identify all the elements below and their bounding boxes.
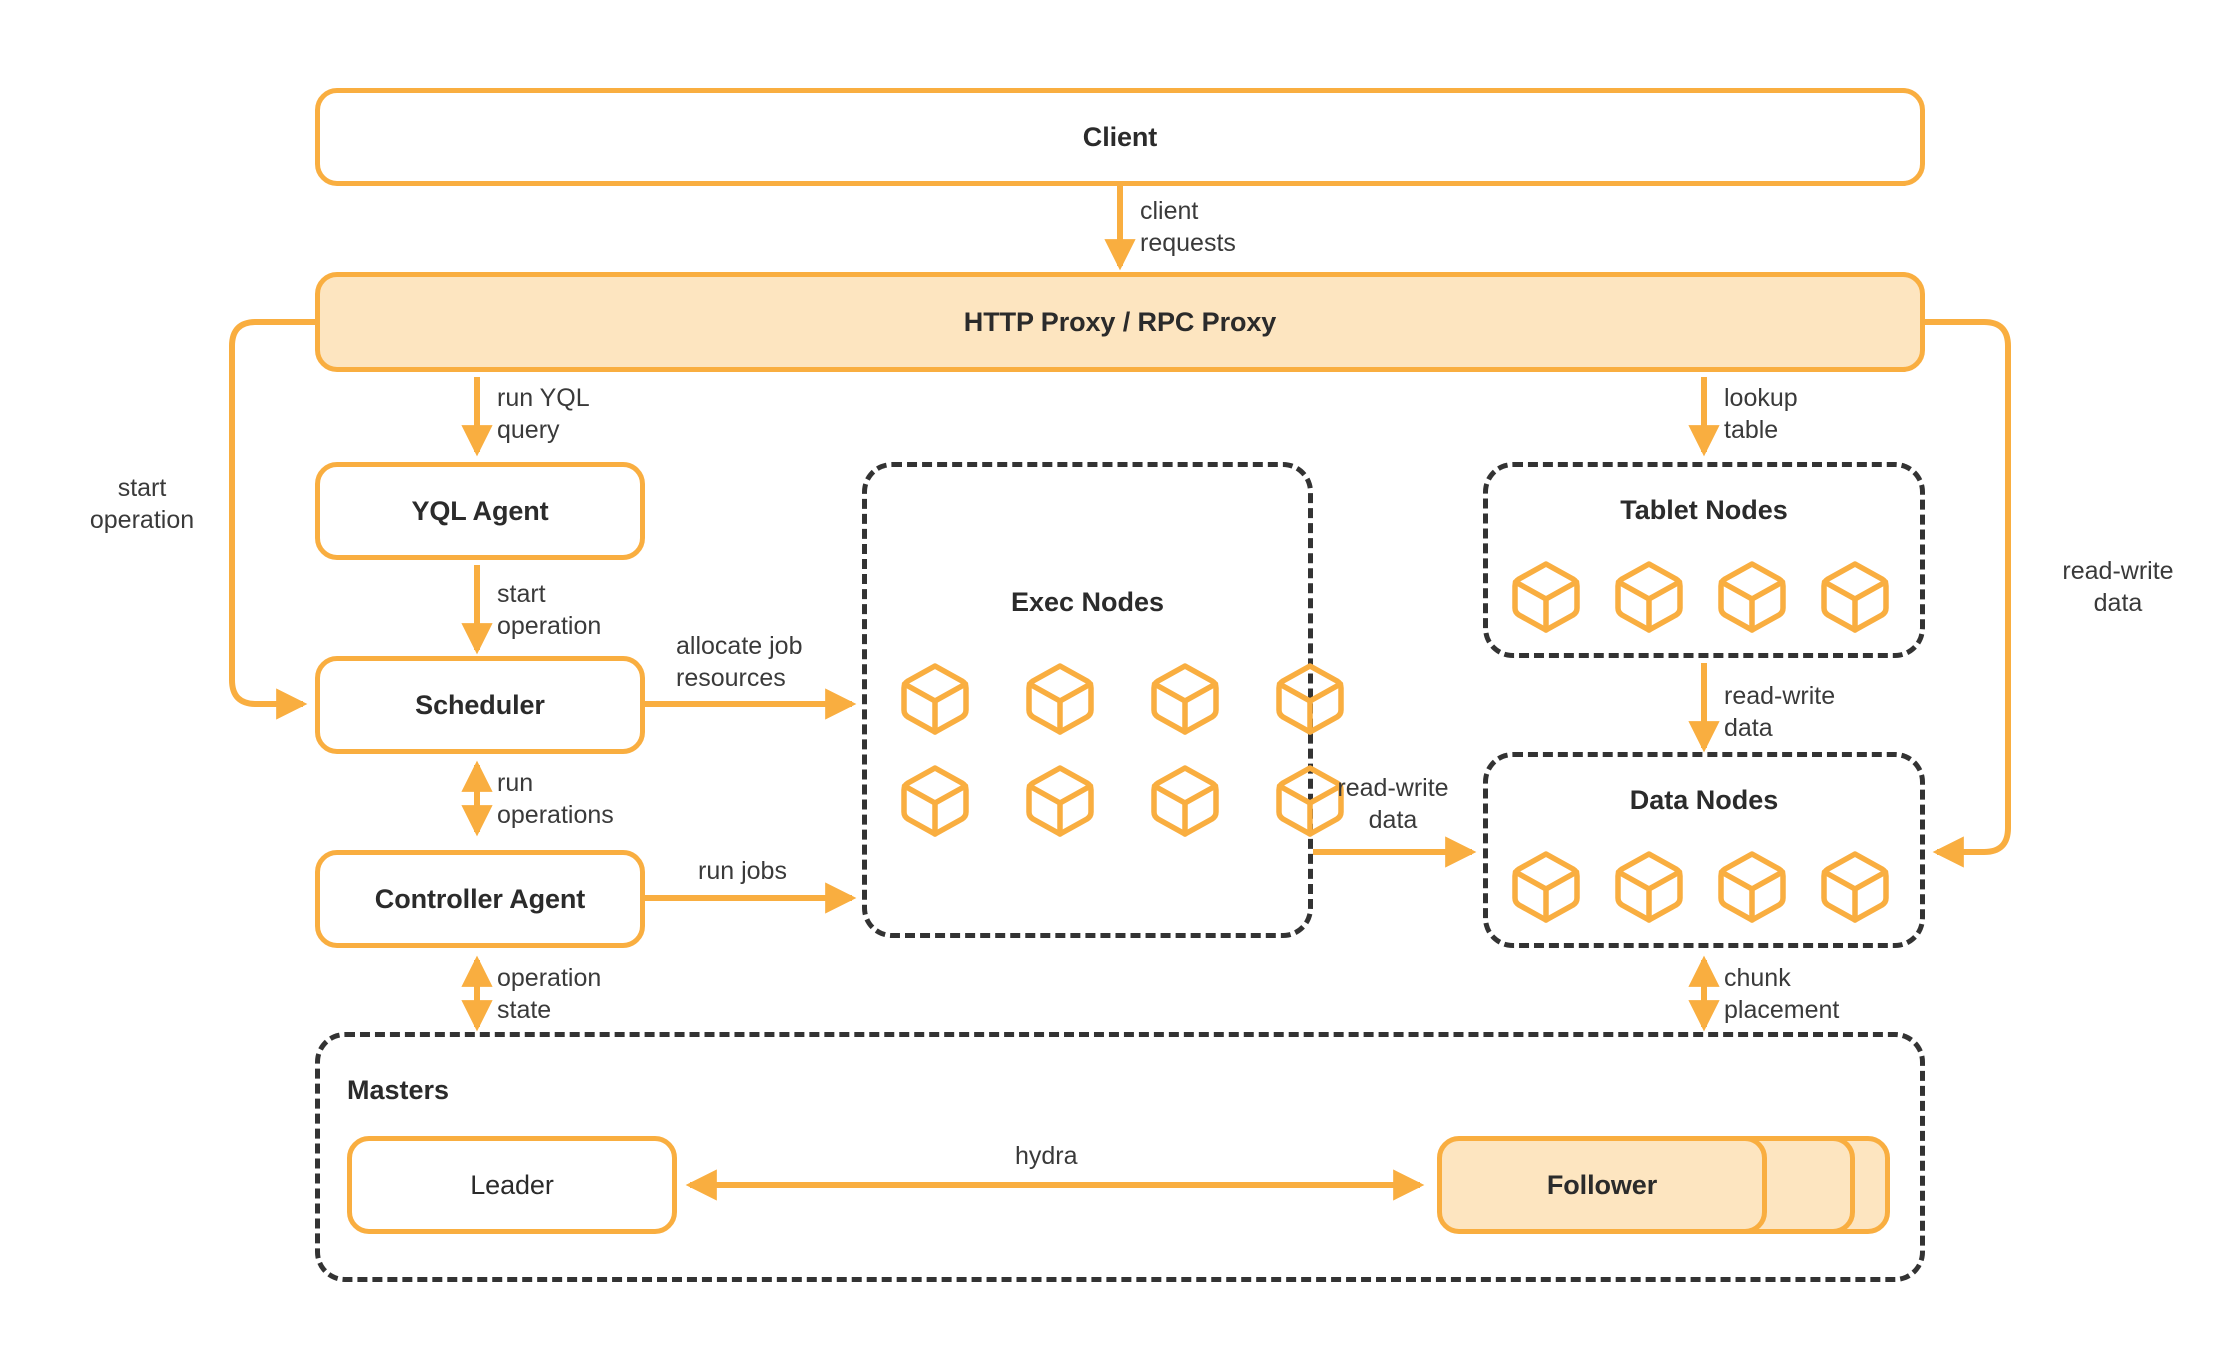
cube-icon — [1615, 851, 1683, 923]
cube-icon — [1821, 851, 1889, 923]
node-scheduler[interactable]: Scheduler — [315, 656, 645, 754]
cube-icon — [1276, 765, 1344, 837]
wire-proxy-to-data — [1925, 319, 2011, 868]
node-yql-agent[interactable]: YQL Agent — [315, 462, 645, 560]
cube-icon — [1615, 561, 1683, 633]
edge-label-start-operation-yql: start operation — [497, 580, 602, 640]
edge-label-proxy-to-data-rw: read-write data — [2062, 557, 2174, 617]
edge-label-tablet-to-data-rw: read-write data — [1724, 682, 1836, 742]
cube-icon — [1151, 765, 1219, 837]
group-data-nodes — [1483, 752, 1925, 948]
node-scheduler-label: Scheduler — [415, 689, 545, 720]
node-leader-label: Leader — [470, 1169, 554, 1200]
cube-icon — [901, 765, 969, 837]
edge-label-operation-state: operation state — [497, 964, 602, 1024]
group-exec-nodes-title: Exec Nodes — [1010, 587, 1165, 617]
group-masters — [315, 1032, 1925, 1282]
cube-icon — [1512, 561, 1580, 633]
edge-label-run-yql-query: run YQL query — [497, 384, 590, 444]
exec-nodes-cube-row-2 — [900, 764, 1345, 838]
edge-label-allocate-job-resources: allocate job resources — [676, 632, 803, 692]
tablet-nodes-cube-row — [1511, 560, 1890, 634]
cube-icon — [1151, 663, 1219, 735]
edge-label-lookup-table: lookup table — [1724, 384, 1798, 444]
data-nodes-cube-row — [1511, 850, 1890, 924]
node-client-label: Client — [1082, 121, 1158, 152]
node-follower[interactable]: Follower — [1437, 1136, 1767, 1234]
cube-icon — [1026, 765, 1094, 837]
node-http-rpc-proxy[interactable]: HTTP Proxy / RPC Proxy — [315, 272, 1925, 372]
edge-label-chunk-placement: chunk placement — [1724, 964, 1840, 1024]
group-data-nodes-title: Data Nodes — [1629, 785, 1779, 815]
edge-label-client-requests: client requests — [1140, 197, 1236, 257]
group-tablet-nodes-title: Tablet Nodes — [1620, 495, 1788, 525]
node-controller-agent-label: Controller Agent — [374, 883, 586, 914]
group-masters-title: Masters — [347, 1075, 450, 1105]
exec-nodes-cube-row-1 — [900, 662, 1345, 736]
node-controller-agent[interactable]: Controller Agent — [315, 850, 645, 948]
node-yql-agent-label: YQL Agent — [411, 495, 549, 526]
node-follower-label: Follower — [1546, 1169, 1658, 1200]
cube-icon — [1276, 663, 1344, 735]
edge-label-run-jobs: run jobs — [698, 857, 787, 885]
edge-label-run-operations: run operations — [497, 769, 614, 829]
cube-icon — [1512, 851, 1580, 923]
edge-label-exec-to-data-rw: read-write data — [1337, 774, 1449, 834]
node-client[interactable]: Client — [315, 88, 1925, 186]
node-proxy-label: HTTP Proxy / RPC Proxy — [963, 306, 1277, 337]
edge-label-start-operation-proxy: start operation — [89, 474, 195, 534]
cube-icon — [1821, 561, 1889, 633]
group-tablet-nodes — [1483, 462, 1925, 658]
cube-icon — [1718, 851, 1786, 923]
cube-icon — [1026, 663, 1094, 735]
node-leader[interactable]: Leader — [347, 1136, 677, 1234]
cube-icon — [1718, 561, 1786, 633]
edge-label-hydra: hydra — [1015, 1142, 1078, 1170]
wire-start-operation-proxy — [229, 319, 315, 720]
cube-icon — [901, 663, 969, 735]
